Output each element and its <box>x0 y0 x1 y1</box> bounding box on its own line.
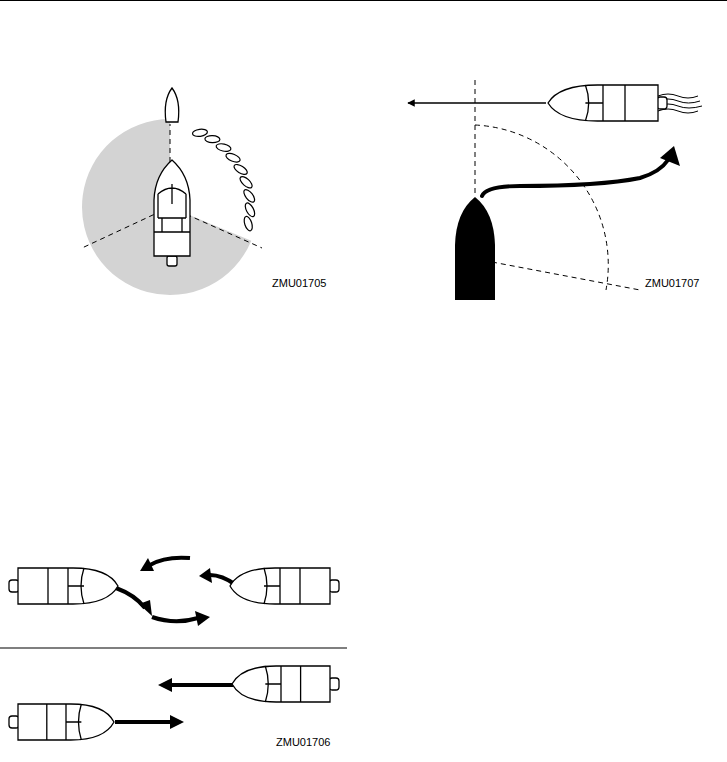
arrowhead <box>170 715 184 729</box>
figure-code: ZMU01707 <box>645 277 699 289</box>
wake <box>658 94 702 113</box>
boat <box>548 85 667 121</box>
approach-boat <box>225 152 242 164</box>
approach-boat <box>192 128 208 137</box>
approach-boat <box>242 188 257 204</box>
boat <box>9 704 114 740</box>
turn-arrow <box>482 160 668 196</box>
give-way-boat <box>455 197 495 300</box>
pass-arrows <box>116 558 236 622</box>
turn-arrowhead <box>660 146 680 166</box>
approach-boat <box>238 175 254 190</box>
course-arrow <box>170 683 238 687</box>
boat <box>232 666 339 702</box>
boat <box>230 568 339 604</box>
approach-boat <box>205 135 220 143</box>
pass-arrowheads <box>139 558 212 626</box>
boat <box>9 568 118 604</box>
sailboat <box>165 88 179 122</box>
bow-line <box>475 80 476 196</box>
approach-boat <box>232 162 248 176</box>
figure-code: ZMU01706 <box>276 736 330 748</box>
own-boat <box>154 160 190 266</box>
approach-boat <box>215 143 231 153</box>
top-rule <box>0 0 727 1</box>
course-arrow <box>115 720 172 724</box>
danger-zone <box>82 119 251 295</box>
sector-line <box>492 262 640 290</box>
arrowhead <box>158 678 172 692</box>
course-arrow <box>408 102 546 104</box>
approach-boat <box>243 202 256 219</box>
approach-boat <box>243 215 254 231</box>
figure-code: ZMU01705 <box>272 277 326 289</box>
divider <box>0 647 347 648</box>
